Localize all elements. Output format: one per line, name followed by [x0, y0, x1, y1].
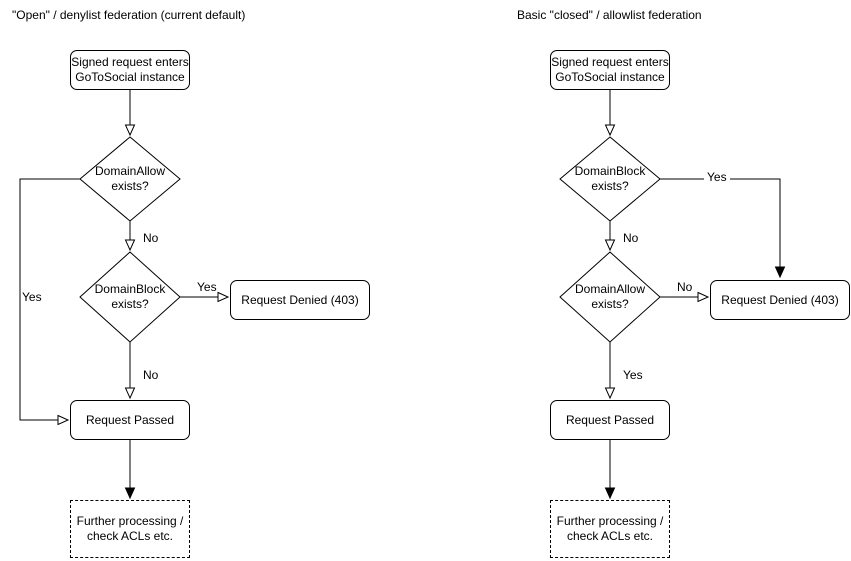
left-decision1-no-label: No [143, 231, 159, 245]
left-decision1-yes-arrow [19, 178, 80, 426]
right-decision2-yes-label: Yes [623, 368, 643, 382]
right-decision2-diamond [559, 251, 661, 343]
right-denied-node: Request Denied (403) [710, 280, 850, 320]
left-decision1-label: DomainAllow exists? [94, 164, 166, 193]
right-decision1-no-label: No [623, 231, 639, 245]
left-denied-node: Request Denied (403) [230, 280, 370, 320]
right-decision2-label: DomainAllow exists? [574, 282, 646, 311]
left-passed-node: Request Passed [70, 400, 190, 440]
right-decision1-yes-arrow [660, 178, 786, 279]
right-decision1-yes-label: Yes [704, 171, 730, 184]
left-decision2-yes-label: Yes [197, 280, 217, 294]
left-decision2-no-label: No [143, 368, 159, 382]
right-further-node: Further processing / check ACLs etc. [550, 500, 670, 558]
right-decision2-no-label: No [677, 280, 693, 294]
left-decision1-yes-label: Yes [22, 290, 42, 304]
left-decision1-diamond [79, 136, 181, 222]
right-flow-title: Basic "closed" / allowlist federation [517, 8, 702, 22]
left-flow-title: "Open" / denylist federation (current de… [12, 8, 246, 22]
left-further-node: Further processing / check ACLs etc. [70, 500, 190, 558]
right-passed-node: Request Passed [550, 400, 670, 440]
left-start-node: Signed request enters GoToSocial instanc… [70, 50, 190, 90]
right-start-node: Signed request enters GoToSocial instanc… [550, 50, 670, 90]
right-decision1-diamond [559, 136, 661, 222]
left-decision2-label: DomainBlock exists? [94, 282, 166, 311]
left-decision2-diamond [79, 251, 181, 343]
right-decision1-label: DomainBlock exists? [574, 164, 646, 193]
